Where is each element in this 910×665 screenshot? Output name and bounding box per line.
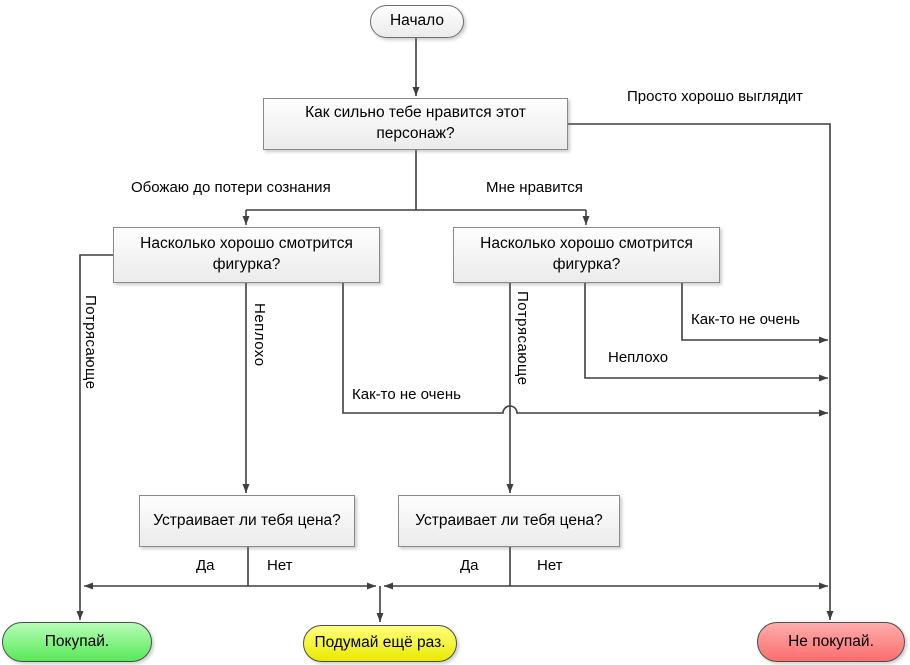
edge-label-adore: Обожаю до потери сознания [131,179,331,196]
edge-label-yes-right: Да [460,557,479,574]
node-question-price-left: Устраивает ли тебя цена? [139,495,355,547]
edge-label-not-bad-right: Неплохо [608,349,669,366]
edge-label-not-great-right: Как-то не очень [691,311,800,328]
edge-label-amazing-right: Потрясающе [514,291,531,386]
node-question-figure-right: Насколько хорошо смотрится фигурка? [453,227,720,283]
edge-label-no-left: Нет [267,557,293,574]
edge-label-no-right: Нет [537,557,563,574]
edge-label-amazing-left: Потрясающе [82,295,99,390]
node-question-like-character: Как сильно тебе нравится этот персонаж? [263,98,568,150]
node-question-figure-left: Насколько хорошо смотрится фигурка? [113,227,380,283]
edge-label-yes-left: Да [196,557,215,574]
node-end-think-again: Подумай ещё раз. [303,625,457,662]
edge-label-not-great-left: Как-то не очень [352,386,461,403]
edge-label-not-bad-left: Неплохо [251,303,268,367]
node-start: Начало [370,5,464,38]
node-question-price-right: Устраивает ли тебя цена? [398,495,620,547]
node-end-dont-buy: Не покупай. [757,622,905,662]
node-end-buy: Покупай. [2,622,152,662]
edge-label-like: Мне нравится [486,179,583,196]
edge-label-just-looks-good: Просто хорошо выглядит [627,88,803,105]
